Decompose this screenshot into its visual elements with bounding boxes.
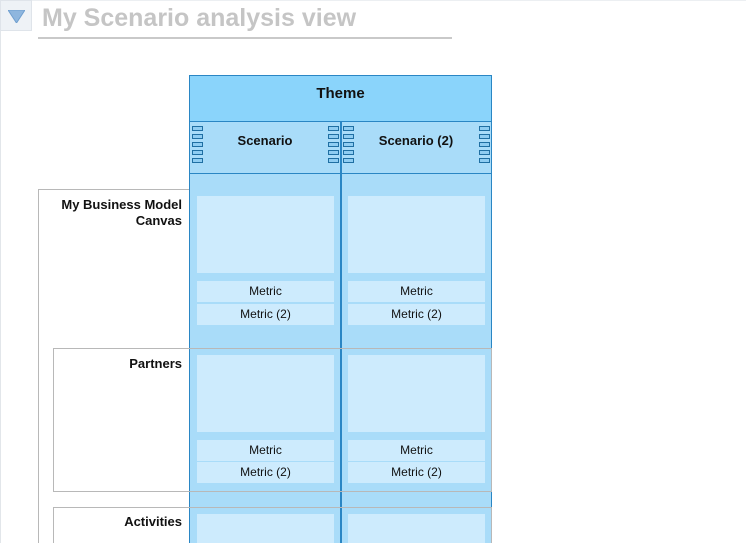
- metric-canvas-s1[interactable]: Metric: [197, 281, 334, 302]
- top-border: [0, 0, 746, 1]
- cell-canvas-scenario-1[interactable]: [197, 196, 334, 273]
- left-border: [0, 31, 1, 543]
- metric-partners-s2[interactable]: Metric: [348, 440, 485, 461]
- row-frame-partners[interactable]: [53, 348, 492, 492]
- row-frame-activities[interactable]: [53, 507, 492, 543]
- scenario-1-left-handle[interactable]: [192, 142, 203, 147]
- view-title[interactable]: My Scenario analysis view: [42, 4, 357, 32]
- metric-2-canvas-s2[interactable]: Metric (2): [348, 304, 485, 325]
- scenario-1-right-handle[interactable]: [328, 150, 339, 155]
- scenario-2-right-handle[interactable]: [479, 126, 490, 131]
- scenario-2-right-handle[interactable]: [479, 142, 490, 147]
- scenario-2-right-handle[interactable]: [479, 158, 490, 163]
- scenario-divider: [340, 121, 342, 543]
- metric-2-canvas-s1[interactable]: Metric (2): [197, 304, 334, 325]
- cell-partners-scenario-2[interactable]: [348, 355, 485, 432]
- scenario-1-right-handle[interactable]: [328, 142, 339, 147]
- triangle-down-icon: [8, 10, 25, 23]
- collapse-button[interactable]: [0, 0, 32, 31]
- scenario-2-right-handle[interactable]: [479, 134, 490, 139]
- scenario-1-right-handle[interactable]: [328, 134, 339, 139]
- row-label-activities: Activities: [124, 514, 182, 529]
- cell-activities-scenario-1[interactable]: [197, 514, 334, 543]
- title-underline: [38, 37, 452, 39]
- scenario-1-right-handle[interactable]: [328, 158, 339, 163]
- scenario-1-left-handle[interactable]: [192, 158, 203, 163]
- scenario-2-left-handle[interactable]: [343, 142, 354, 147]
- scenario-2-left-handle[interactable]: [343, 134, 354, 139]
- scenario-2-right-handle[interactable]: [479, 150, 490, 155]
- scenario-label-2: Scenario (2): [378, 133, 454, 148]
- theme-label: Theme: [316, 85, 365, 102]
- scenario-2-left-handle[interactable]: [343, 150, 354, 155]
- metric-2-partners-s1[interactable]: Metric (2): [197, 462, 334, 483]
- row-label-partners: Partners: [129, 356, 182, 371]
- scenario-1-left-handle[interactable]: [192, 150, 203, 155]
- row-label-business-model-canvas: My Business Model Canvas: [61, 197, 182, 228]
- metric-canvas-s2[interactable]: Metric: [348, 281, 485, 302]
- scenario-label-1: Scenario: [237, 133, 293, 148]
- cell-activities-scenario-2[interactable]: [348, 514, 485, 543]
- scenario-1-left-handle[interactable]: [192, 134, 203, 139]
- cell-partners-scenario-1[interactable]: [197, 355, 334, 432]
- metric-partners-s1[interactable]: Metric: [197, 440, 334, 461]
- scenario-1-left-handle[interactable]: [192, 126, 203, 131]
- scenario-2-left-handle[interactable]: [343, 126, 354, 131]
- metric-2-partners-s2[interactable]: Metric (2): [348, 462, 485, 483]
- scenario-2-left-handle[interactable]: [343, 158, 354, 163]
- scenario-1-right-handle[interactable]: [328, 126, 339, 131]
- cell-canvas-scenario-2[interactable]: [348, 196, 485, 273]
